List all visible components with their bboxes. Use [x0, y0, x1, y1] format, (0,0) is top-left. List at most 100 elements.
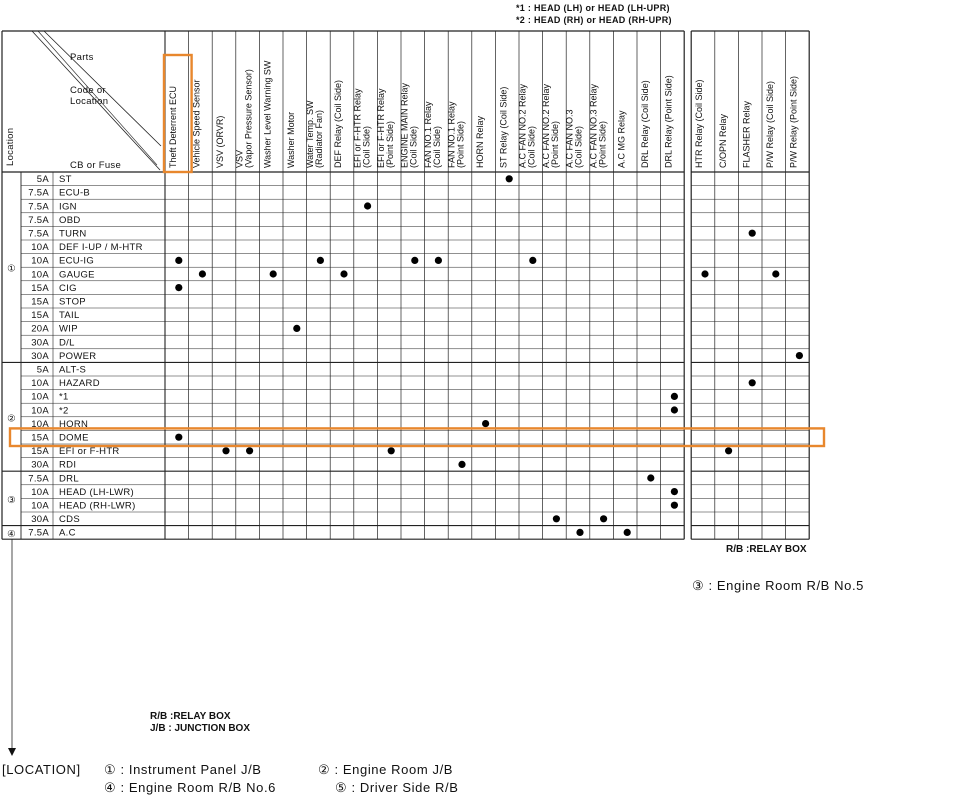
connection-dot [725, 447, 733, 455]
row-fuse: POWER [59, 351, 96, 362]
legend-rb: R/B :RELAY BOX [150, 711, 231, 722]
column-header: (Coil Side) [574, 126, 584, 168]
column-header: ST Relay (Coil Side) [498, 87, 508, 168]
row-amp: 10A [31, 419, 49, 430]
row-fuse: RDI [59, 460, 76, 471]
legend-item-2: ② : Engine Room J/B [318, 762, 454, 777]
row-amp: 15A [31, 310, 49, 321]
connection-dot [670, 406, 679, 414]
column-header: A.C FAN NO.2 Relay [541, 83, 551, 168]
connection-dot [482, 420, 490, 428]
row-amp: 15A [31, 433, 49, 444]
connection-dot [772, 270, 780, 278]
row-amp: 7.5A [28, 188, 49, 199]
column-header: ENGINE MAIN Relay [400, 82, 410, 168]
connection-dot [198, 270, 206, 278]
row-amp: 7.5A [28, 473, 49, 484]
corner-diagonal [37, 30, 158, 166]
row-amp: 10A [31, 405, 49, 416]
row-fuse: GAUGE [59, 269, 95, 280]
row-fuse: DEF I-UP / M-HTR [59, 242, 143, 253]
column-header: (Point Side) [597, 121, 607, 168]
column-header: (Coil Side) [527, 126, 537, 168]
connection-dot [600, 515, 608, 523]
connection-dot [647, 474, 655, 482]
note-head-lh: *1 : HEAD (LH) or HEAD (LH-UPR) [516, 3, 670, 13]
row-fuse: CDS [59, 514, 80, 525]
row-amp: 5A [37, 174, 50, 185]
column-header: HORN Relay [475, 115, 485, 168]
column-header: EFI or F-HTR Relay [376, 88, 386, 168]
location-group-label: ④ [7, 529, 16, 540]
column-header: (Radiator Fan) [314, 110, 324, 168]
connection-dot [529, 256, 537, 264]
row-fuse: HORN [59, 419, 88, 430]
column-header: VSV [234, 150, 244, 168]
connection-dot [795, 352, 804, 360]
row-fuse: HAZARD [59, 378, 100, 389]
connection-dot [340, 270, 348, 278]
column-header: P/W Relay (Point Side) [789, 76, 799, 168]
row-amp: 5A [37, 365, 50, 376]
highlight-column-box [162, 53, 193, 174]
row-amp: 7.5A [28, 528, 49, 539]
row-fuse: *1 [59, 392, 69, 403]
column-header: HTR Relay (Coil Side) [694, 79, 704, 168]
column-header: C/OPN Relay [718, 113, 728, 168]
connection-dot [387, 447, 395, 455]
row-fuse: ST [59, 174, 72, 185]
column-header: (Point Side) [550, 121, 560, 168]
location-arrow-head [8, 748, 16, 756]
column-header: (Point Side) [385, 121, 395, 168]
row-amp: 10A [31, 242, 49, 253]
row-fuse: *2 [59, 405, 69, 416]
connection-dot [623, 528, 631, 537]
row-fuse: DOME [59, 433, 89, 444]
row-fuse: EFI or F-HTR [59, 446, 120, 457]
row-amp: 15A [31, 446, 49, 457]
column-header: DEF Relay (Coil Side) [333, 80, 343, 168]
connection-dot [411, 256, 419, 264]
row-amp: 30A [31, 514, 49, 525]
row-fuse: D/L [59, 337, 75, 348]
legend-item-1: ① : Instrument Panel J/B [104, 762, 262, 777]
row-fuse: HEAD (LH-LWR) [59, 487, 134, 498]
row-amp: 20A [31, 324, 49, 335]
column-header: Washer Motor [286, 112, 296, 168]
corner-diagonal [31, 30, 161, 171]
connection-dot [246, 447, 254, 455]
column-header: (Coil Side) [361, 126, 371, 168]
connection-dot [293, 324, 301, 332]
highlight-row-box [8, 427, 826, 448]
row-fuse: TURN [59, 229, 87, 240]
legend-item-5: ⑤ : Driver Side R/B [335, 780, 459, 795]
row-amp: 10A [31, 392, 49, 403]
engine-room-rb5-label: ③ : Engine Room R/B No.5 [692, 578, 865, 593]
row-fuse: ALT-S [59, 365, 86, 376]
connection-dot [701, 270, 709, 278]
column-header: Theft Deterrent ECU [168, 86, 178, 168]
column-header: DRL Relay (Point Side) [664, 75, 674, 168]
row-amp: 7.5A [28, 229, 49, 240]
column-header: EFI or F-HTR Relay [352, 88, 362, 168]
column-header: (Point Side) [456, 121, 466, 168]
row-amp: 10A [31, 256, 49, 267]
row-amp: 30A [31, 460, 49, 471]
column-header: Vehicle Speed Sensor [192, 79, 202, 168]
column-header: FLASHER Relay [741, 100, 751, 168]
corner-location-vertical: Location [5, 128, 16, 166]
connection-dot [434, 256, 442, 264]
connection-dot [505, 175, 513, 183]
connection-dot [269, 270, 277, 278]
row-amp: 15A [31, 283, 49, 294]
connection-dot [576, 528, 584, 537]
row-fuse: CIG [59, 283, 77, 294]
row-fuse: ECU-B [59, 188, 90, 199]
connection-dot [670, 501, 679, 509]
column-header: Washer Level Warning SW [262, 60, 272, 168]
corner-cb-label: CB or Fuse [70, 160, 121, 171]
row-fuse: IGN [59, 201, 77, 212]
connection-dot [222, 447, 230, 455]
row-amp: 7.5A [28, 215, 49, 226]
